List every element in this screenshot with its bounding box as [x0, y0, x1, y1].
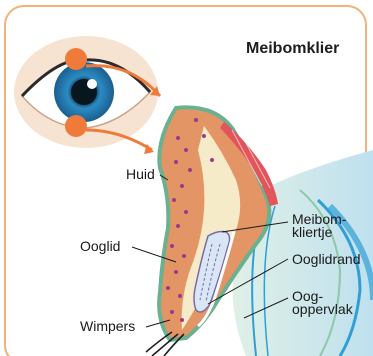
eye-illustration — [14, 36, 160, 154]
label-wimpers: Wimpers — [80, 319, 135, 333]
diagram-title: Meibomklier — [246, 41, 339, 57]
label-ooglid: Ooglid — [80, 239, 120, 253]
label-oogoppervlak: Oog- oppervlak — [292, 290, 353, 316]
label-meibomkliertje: Meibom- kliertje — [292, 213, 346, 239]
label-huid: Huid — [126, 167, 155, 181]
label-ooglidrand: Ooglidrand — [292, 252, 361, 266]
